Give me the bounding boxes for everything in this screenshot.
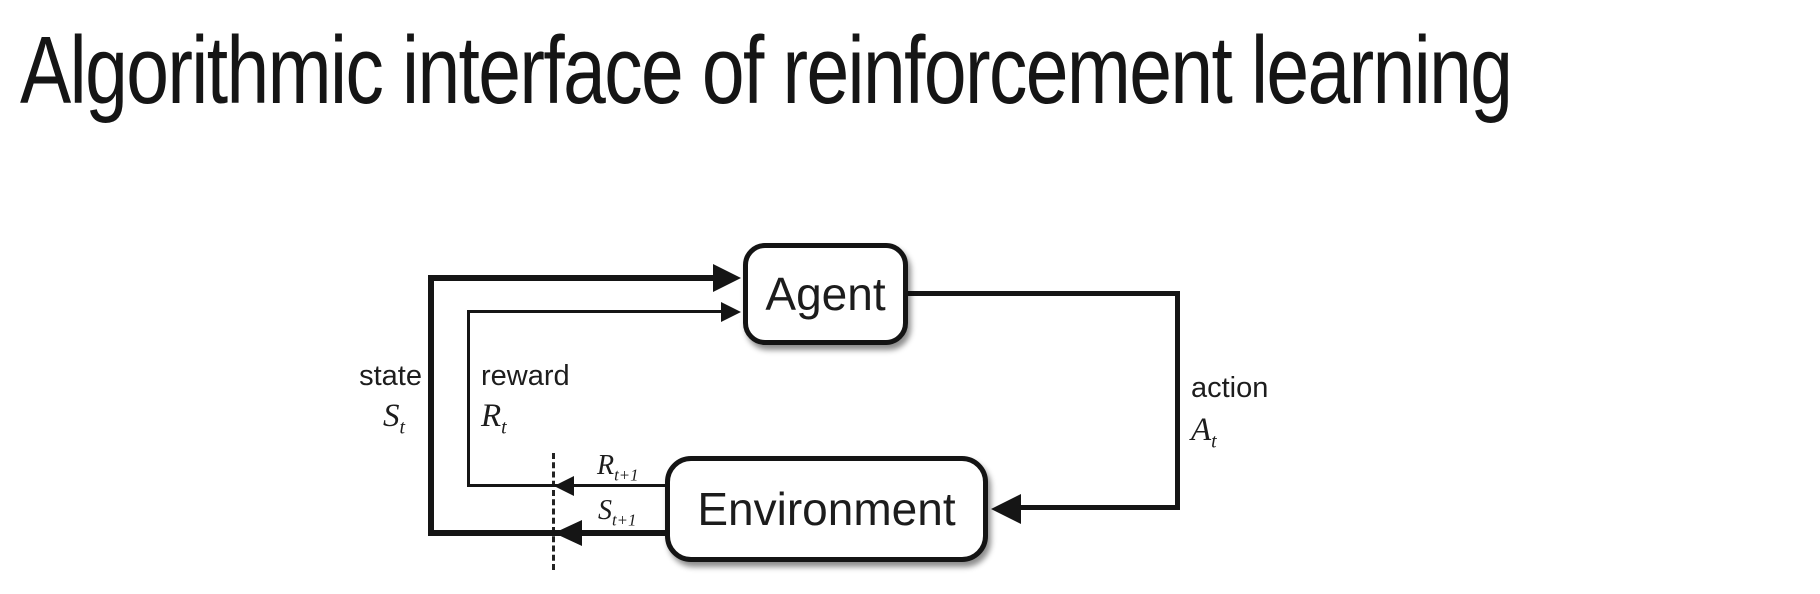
environment-node-label: Environment <box>697 483 956 535</box>
action-symbol: A <box>1191 412 1212 448</box>
state-next-symbol-label: St+1 <box>598 495 636 531</box>
state-symbol: S <box>383 398 400 434</box>
slide-title: Algorithmic interface of reinforcement l… <box>20 17 1513 124</box>
timestep-dashed-divider <box>552 453 555 570</box>
agent-node: Agent <box>743 243 908 345</box>
action-line-top <box>905 291 1180 296</box>
reward-next-arrowhead-icon <box>554 476 574 496</box>
state-line-top <box>428 275 720 281</box>
state-symbol-label: St <box>366 398 422 440</box>
state-line-bottom <box>428 530 665 536</box>
reward-subscript: t <box>501 416 507 439</box>
action-word-label: action <box>1191 372 1269 404</box>
reward-symbol: R <box>481 398 502 434</box>
environment-node: Environment <box>665 456 988 562</box>
action-subscript: t <box>1211 430 1217 453</box>
reward-arrowhead-into-agent-icon <box>721 302 741 322</box>
state-subscript: t <box>399 416 406 439</box>
action-line-vertical <box>1175 291 1180 510</box>
reward-line-top <box>467 310 727 313</box>
reward-next-subscript: t+1 <box>614 465 639 485</box>
state-next-arrowhead-icon <box>554 520 582 546</box>
state-next-symbol: S <box>598 495 612 526</box>
reward-symbol-label: Rt <box>481 398 507 440</box>
agent-node-label: Agent <box>765 268 886 320</box>
reward-word-label: reward <box>481 360 570 392</box>
state-line-vertical <box>428 275 434 536</box>
state-arrowhead-into-agent-icon <box>713 264 741 292</box>
state-word-label: state <box>359 360 422 392</box>
reward-line-vertical <box>467 310 470 487</box>
state-next-subscript: t+1 <box>612 510 637 530</box>
reward-next-symbol: R <box>597 450 615 481</box>
reward-next-symbol-label: Rt+1 <box>597 450 639 486</box>
action-arrowhead-into-environment-icon <box>991 494 1021 524</box>
action-line-bottom <box>1020 505 1180 510</box>
action-symbol-label: At <box>1191 412 1217 454</box>
